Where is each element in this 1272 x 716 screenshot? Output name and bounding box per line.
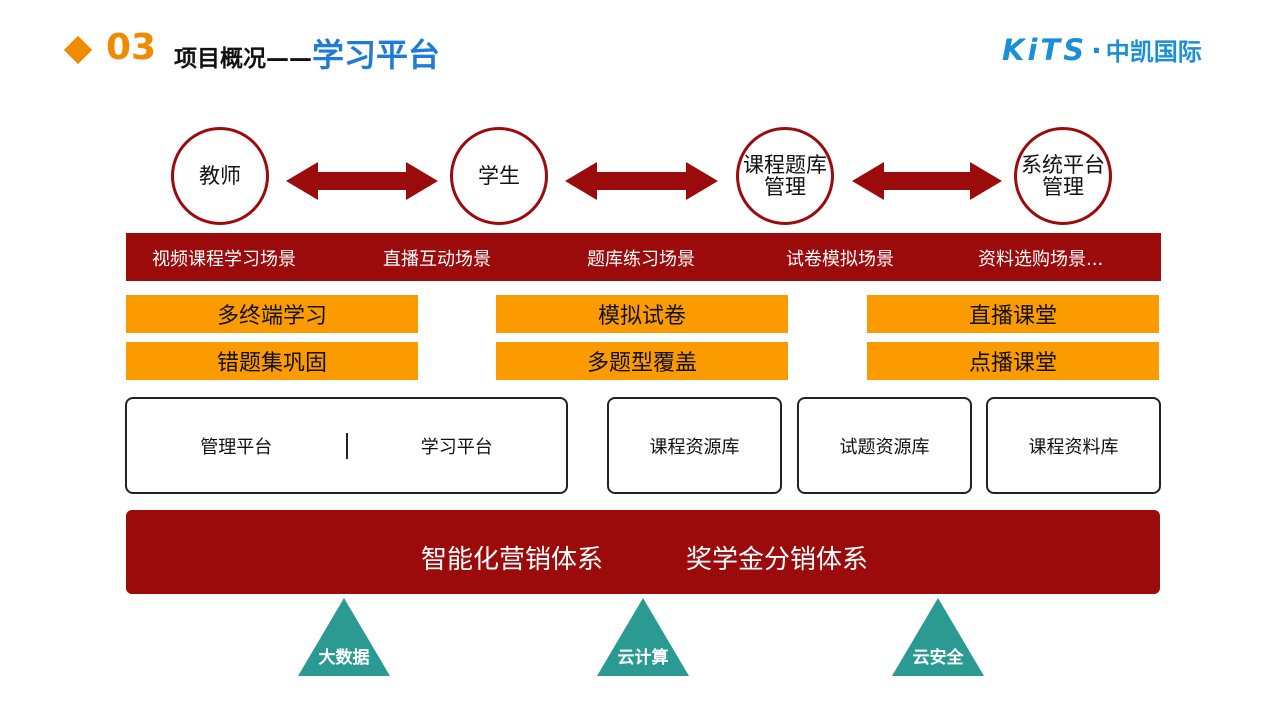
page-title: 项目概况——学习平台 — [174, 30, 440, 76]
section-number: 03 — [106, 27, 157, 68]
role-label: 教师 — [199, 164, 241, 188]
role-arrows — [286, 162, 1002, 200]
question-resource-library: 试题资源库 — [797, 397, 972, 494]
feature-box: 多题型覆盖 — [496, 342, 788, 380]
feature-box: 多终端学习 — [126, 295, 418, 333]
foundation-cloud-computing: 云计算 — [597, 598, 689, 676]
scenario-question-practice: 题库练习场景 — [587, 249, 695, 270]
feature-box: 错题集巩固 — [126, 342, 418, 380]
scenario-mock-exam: 试卷模拟场景 — [786, 249, 894, 270]
title-main: 项目概况—— — [174, 46, 312, 72]
foundation-label: 云安全 — [912, 648, 964, 668]
scholarship-distribution-system: 奖学金分销体系 — [686, 545, 869, 575]
triangle-icon — [597, 598, 689, 676]
role-label: 课程题库管理 — [743, 153, 827, 199]
scenario-live-interaction: 直播互动场景 — [383, 249, 491, 270]
scenario-band — [126, 233, 1161, 281]
company-logo: KiTS·中凯国际 — [1002, 32, 1202, 67]
platform-group: 管理平台 学习平台 — [125, 397, 568, 494]
role-circle-system-admin: 系统平台管理 — [1014, 127, 1112, 225]
double-arrow-icon — [565, 162, 718, 200]
double-arrow-icon — [286, 162, 438, 200]
logo-dot: · — [1091, 34, 1102, 67]
system-band — [126, 510, 1160, 594]
feature-box: 直播课堂 — [867, 295, 1159, 333]
scenario-material-purchase: 资料选购场景... — [978, 249, 1104, 270]
triangle-icon — [892, 598, 984, 676]
feature-box: 模拟试卷 — [496, 295, 788, 333]
role-circle-teacher: 教师 — [171, 127, 269, 225]
role-label: 学生 — [478, 164, 520, 188]
foundation-label: 云计算 — [617, 648, 669, 668]
foundation-cloud-security: 云安全 — [892, 598, 984, 676]
role-circle-course-question-bank: 课程题库管理 — [736, 127, 834, 225]
smart-marketing-system: 智能化营销体系 — [421, 545, 604, 575]
scenario-video-course: 视频课程学习场景 — [152, 249, 296, 270]
course-material-library: 课程资料库 — [986, 397, 1161, 494]
foundation-label: 大数据 — [318, 648, 370, 668]
course-resource-library: 课程资源库 — [607, 397, 782, 494]
foundation-big-data: 大数据 — [298, 598, 390, 676]
learning-platform: 学习平台 — [420, 436, 493, 458]
feature-box: 点播课堂 — [867, 342, 1159, 380]
management-platform: 管理平台 — [127, 432, 348, 459]
logo-english: KiTS — [1002, 33, 1088, 67]
role-label: 系统平台管理 — [1021, 153, 1105, 199]
role-circle-student: 学生 — [450, 127, 548, 225]
title-subtitle: 学习平台 — [312, 36, 441, 74]
triangle-icon — [298, 598, 390, 676]
logo-chinese: 中凯国际 — [1105, 38, 1202, 66]
double-arrow-icon — [852, 162, 1002, 200]
